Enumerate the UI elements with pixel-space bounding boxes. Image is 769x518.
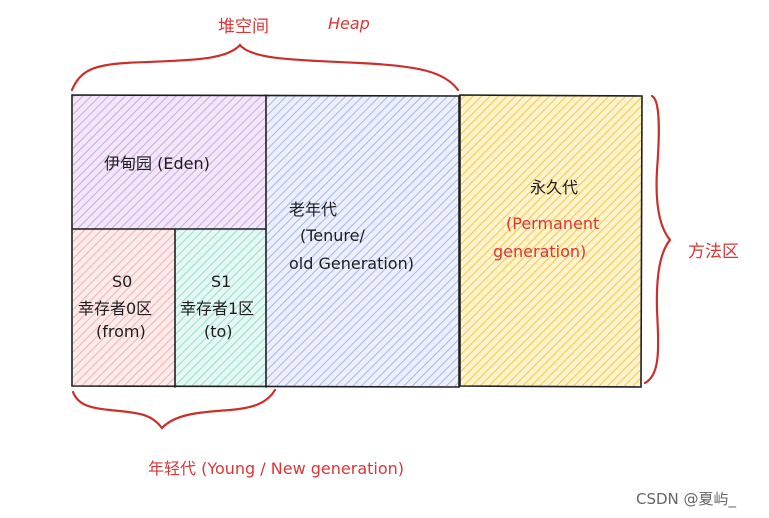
- old-gen-line2: (Tenure/: [300, 226, 365, 245]
- heap-title-cn: 堆空间: [218, 17, 269, 37]
- old-gen-line3: old Generation): [289, 254, 414, 273]
- eden-outline: [71, 94, 267, 388]
- young-gen-brace: [71, 388, 277, 430]
- s1-line2: 幸存者1区: [180, 299, 255, 318]
- permanent-generation-region: [461, 96, 641, 386]
- method-area-brace: [643, 94, 672, 385]
- s1-line1: S1: [211, 272, 232, 291]
- method-area-label: 方法区: [688, 242, 739, 262]
- watermark: CSDN @夏屿_: [636, 490, 737, 508]
- heap-title-en: Heap: [328, 14, 370, 33]
- heap-brace: [70, 43, 460, 92]
- s0-line3: (from): [96, 322, 146, 341]
- s0-line1: S0: [112, 272, 133, 291]
- heap-outline: [71, 94, 460, 388]
- perm-gen-line2: (Permanent: [506, 214, 600, 233]
- perm-gen-line3: generation): [493, 242, 587, 261]
- s1-line3: (to): [204, 322, 233, 341]
- s0-line2: 幸存者0区: [78, 299, 153, 318]
- perm-gen-line1: 永久代: [530, 178, 579, 197]
- young-gen-label: 年轻代 (Young / New generation): [148, 459, 405, 478]
- eden-label: 伊甸园 (Eden): [104, 154, 210, 173]
- perm-outline: [459, 94, 643, 388]
- old-gen-line1: 老年代: [289, 200, 338, 219]
